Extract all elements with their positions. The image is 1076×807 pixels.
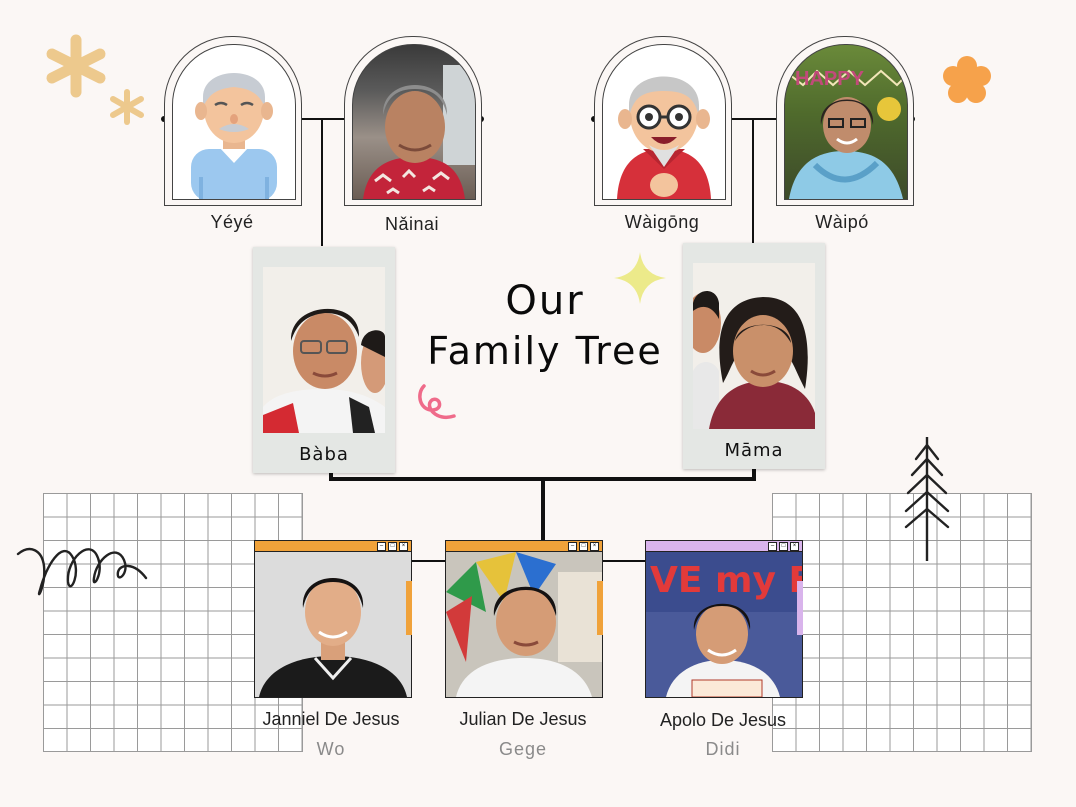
window-side-accent — [597, 581, 603, 635]
child-window-julian: –□× — [445, 540, 603, 698]
baba-photo — [263, 267, 385, 433]
window-side-accent — [406, 581, 412, 635]
yeye-portrait — [172, 44, 296, 200]
maximize-icon[interactable]: □ — [579, 542, 588, 551]
grandparent-frame-waipo: HAPPY — [776, 36, 914, 206]
connector-mama-down — [752, 462, 756, 480]
maximize-icon[interactable]: □ — [388, 542, 397, 551]
grandparent-frame-yeye — [164, 36, 302, 206]
minimize-icon[interactable]: – — [568, 542, 577, 551]
child-name-apolo: Apolo De Jesus — [659, 710, 787, 730]
waigong-portrait — [602, 44, 726, 200]
window-titlebar: –□× — [255, 541, 411, 552]
child-role-janniel: Wo — [316, 739, 346, 759]
connector-parents — [329, 477, 756, 481]
minimize-icon[interactable]: – — [377, 542, 386, 551]
close-icon[interactable]: × — [590, 542, 599, 551]
window-side-accent — [797, 581, 803, 635]
pine-tree-decoration — [904, 437, 950, 561]
sparkle-decoration — [614, 252, 666, 304]
window-titlebar: –□× — [446, 541, 602, 552]
close-icon[interactable]: × — [790, 542, 799, 551]
child-role-julian: Gege — [498, 739, 548, 759]
mama-photo — [693, 263, 815, 429]
nainai-photo — [352, 44, 476, 200]
janniel-photo — [255, 552, 411, 697]
waipo-photo: HAPPY — [784, 44, 908, 200]
parent-label-baba: Bàba — [299, 444, 349, 465]
close-icon[interactable]: × — [399, 542, 408, 551]
grandparent-label-waipo: Wàipó — [815, 212, 869, 232]
page-title: Our Family Tree — [400, 276, 690, 376]
apolo-photo: VE my F — [646, 552, 802, 697]
grid-panel-right — [772, 493, 1032, 752]
scribble-decoration — [16, 547, 148, 596]
title-line-1: Our — [505, 278, 585, 324]
minimize-icon[interactable]: – — [768, 542, 777, 551]
child-window-janniel: –□× — [254, 540, 412, 698]
grandparent-label-nainai: Nǎinai — [384, 214, 440, 234]
title-line-2: Family Tree — [427, 329, 663, 373]
grandparent-frame-nainai — [344, 36, 482, 206]
julian-photo — [446, 552, 602, 697]
grandparent-label-yeye: Yéyé — [210, 212, 254, 232]
flower-decoration — [943, 56, 991, 103]
grandparent-frame-waigong — [594, 36, 732, 206]
connector-to-mama — [752, 118, 754, 244]
grandparent-label-waigong: Wàigōng — [624, 212, 700, 232]
asterisk-decoration-large — [46, 34, 106, 98]
child-window-apolo: –□× VE my F — [645, 540, 803, 698]
parent-polaroid-baba: Bàba — [253, 247, 395, 473]
connector-children-left — [410, 560, 446, 562]
asterisk-decoration-small — [110, 89, 144, 125]
connector-to-children — [541, 480, 545, 542]
connector-children-right — [600, 560, 645, 562]
grandfather-glasses-avatar-icon — [617, 76, 711, 199]
squiggle-decoration — [418, 384, 456, 420]
maximize-icon[interactable]: □ — [779, 542, 788, 551]
child-role-apolo: Didi — [705, 739, 741, 759]
child-name-janniel: Janniel De Jesus — [262, 709, 400, 729]
grandfather-avatar-icon — [191, 73, 277, 199]
parent-label-mama: Māma — [724, 440, 784, 461]
parent-polaroid-mama: Māma — [683, 243, 825, 469]
child-name-julian: Julian De Jesus — [459, 709, 587, 729]
connector-to-baba — [321, 118, 323, 246]
window-titlebar: –□× — [646, 541, 802, 552]
sign-text: VE my F — [650, 560, 802, 601]
happy-banner-text: HAPPY — [795, 68, 865, 90]
